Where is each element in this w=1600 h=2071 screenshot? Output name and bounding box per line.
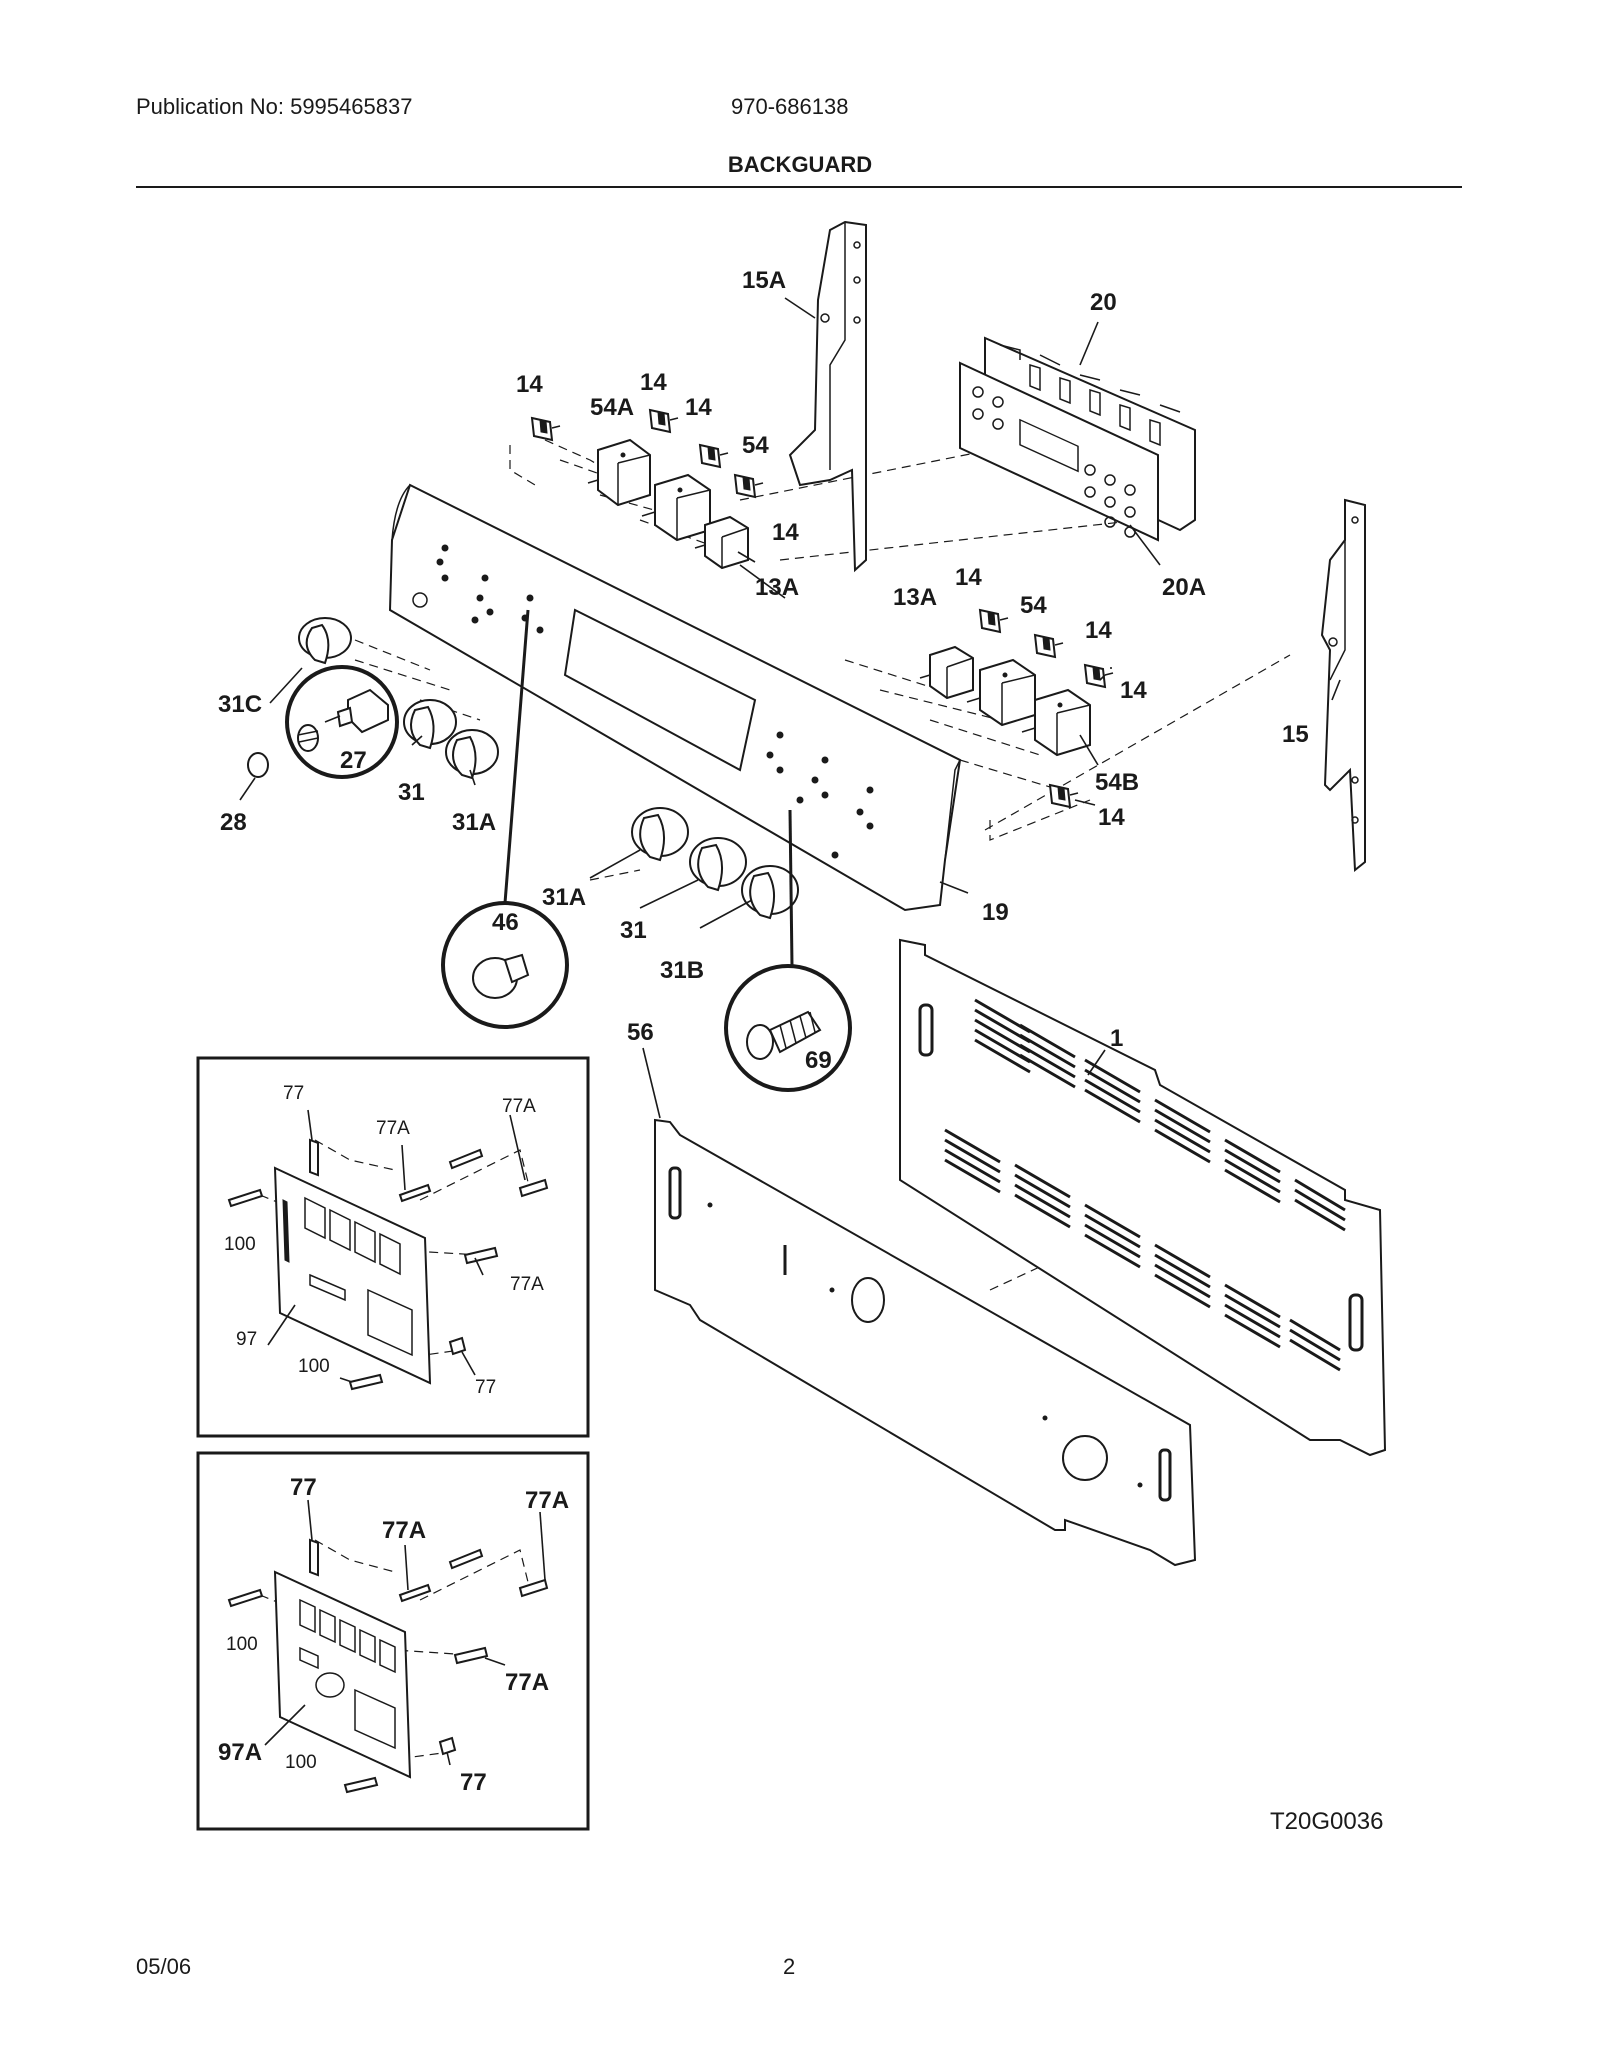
switch-54A [587,438,651,507]
callout-69: 69 [805,1047,832,1074]
switch-14 [733,473,764,499]
callout-46: 46 [492,909,519,936]
detail-69 [724,964,852,1092]
callout-14: 14 [1085,617,1112,644]
switch-14 [648,408,679,434]
drawing-code: T20G0036 [1270,1808,1384,1835]
callout-14: 14 [640,369,667,396]
callout-19: 19 [982,899,1009,926]
switch-14 [978,608,1009,634]
inset-callout-100: 100 [298,1356,330,1377]
inset-callout-100: 100 [285,1752,317,1773]
lower-panel-56 [654,1118,1197,1567]
callout-13A: 13A [893,584,937,611]
inset-callout-97: 97 [236,1329,257,1350]
callout-14: 14 [1098,804,1125,831]
callout-20: 20 [1090,289,1117,316]
cap-28 [247,752,269,778]
footer-date: 05/06 [136,1954,192,1979]
end-bracket-15 [1320,498,1366,873]
switch-14 [1048,783,1079,809]
infinite-switches [587,438,1091,757]
callout-15A: 15A [742,267,786,294]
callout-14: 14 [685,394,712,421]
inset-callout-77: 77 [290,1474,317,1501]
knob-31 [403,699,457,750]
inset-callout-77A: 77A [510,1274,544,1295]
callout-31A: 31A [542,884,586,911]
switch-13A-right [919,645,974,700]
callout-20A: 20A [1162,574,1206,601]
assembly-dash-lines [354,439,1291,1291]
knob-31B [741,865,799,920]
rear-panel-1 [899,938,1387,1457]
callout-54: 54 [1020,592,1047,619]
inset-callout-77A: 77A [502,1096,536,1117]
knob-31-right [689,837,747,892]
inset-callout-97A: 97A [218,1739,262,1766]
callout-14: 14 [772,519,799,546]
page-title: BACKGUARD [727,152,873,177]
switch-14 [1033,633,1064,659]
inset-callout-77: 77 [475,1377,496,1398]
callout-31: 31 [620,917,647,944]
inset-callout-77A: 77A [525,1487,569,1514]
callout-1: 1 [1110,1025,1123,1052]
leader-wires [503,609,794,967]
inset-callout-77A: 77A [382,1517,426,1544]
callout-15: 15 [1282,721,1309,748]
footer-page-number: 2 [783,1954,796,1979]
switch-14 [698,443,729,469]
callout-28: 28 [220,809,247,836]
switch-54 [641,473,711,542]
callout-31B: 31B [660,957,704,984]
knobs [298,617,799,920]
callout-27: 27 [340,747,367,774]
end-bracket-15A [788,220,867,573]
callout-labels: 15A 20 14 14 54A 14 54 14 13A 20A 14 13A… [218,267,1309,1074]
switches-14 [530,408,1114,809]
callout-54B: 54B [1095,769,1139,796]
title-rule [136,186,1462,188]
callout-14: 14 [1120,677,1147,704]
switch-14 [530,416,561,442]
switch-13A [694,515,749,570]
inset-callout-77A: 77A [376,1118,410,1139]
inset-callout-100: 100 [226,1634,258,1655]
inset-callout-100: 100 [224,1234,256,1255]
callout-54: 54 [742,432,769,459]
callout-56: 56 [627,1019,654,1046]
switch-54B [1021,688,1091,757]
knob-31C [298,617,352,665]
knob-31A-right [631,807,689,862]
inset-board-97: 77 77A 77A 100 77A 97 100 77 [196,1056,590,1438]
callout-31: 31 [398,779,425,806]
inset-callout-77: 77 [460,1769,487,1796]
callout-13A: 13A [755,574,799,601]
model-number: 970-686138 [731,94,849,119]
callout-31A: 31A [452,809,496,836]
detail-27 [285,665,399,779]
touch-overlay-20A [959,361,1159,542]
inset-callout-77A: 77A [505,1669,549,1696]
callout-54A: 54A [590,394,634,421]
callout-14: 14 [955,564,982,591]
knob-31A [445,729,499,780]
switch-14 [1083,663,1114,689]
leader-lines [239,297,1341,1119]
inset-callout-77: 77 [283,1083,304,1104]
publication-number: Publication No: 5995465837 [136,94,413,119]
backguard-console-19 [388,483,962,912]
callout-14: 14 [516,371,543,398]
inset-board-97A: 77 77A 77A 100 77A 97A 100 77 [196,1451,590,1831]
switch-54-right [966,658,1036,727]
callout-31C: 31C [218,691,262,718]
vent-slots [944,998,1346,1372]
